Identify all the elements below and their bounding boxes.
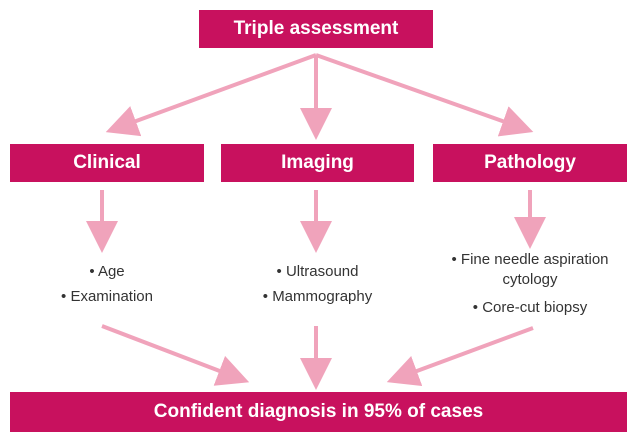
list-item: Mammography	[221, 284, 414, 309]
list-item: Fine needle aspiration cytology	[433, 250, 627, 290]
pathology-label: Pathology	[484, 152, 576, 173]
arrow-clinical-to-bottom	[101, 324, 250, 386]
list-item: Core-cut biopsy	[433, 298, 627, 318]
pathology-list: Fine needle aspiration cytology Core-cut…	[433, 250, 627, 326]
clinical-box: Clinical	[10, 144, 204, 182]
confident-diagnosis-box: Confident diagnosis in 95% of cases	[10, 392, 627, 432]
imaging-box: Imaging	[221, 144, 414, 182]
list-item: Age	[10, 259, 204, 284]
list-item: Examination	[10, 284, 204, 309]
arrow-pathology-to-bottom	[386, 326, 534, 387]
triple-assessment-box: Triple assessment	[199, 10, 433, 48]
clinical-list: Age Examination	[10, 259, 204, 309]
arrow-top-to-pathology	[315, 53, 534, 137]
imaging-list: Ultrasound Mammography	[221, 259, 414, 309]
list-item: Ultrasound	[221, 259, 414, 284]
pathology-box: Pathology	[433, 144, 627, 182]
clinical-label: Clinical	[73, 152, 141, 173]
arrow-top-to-clinical	[105, 53, 317, 137]
confident-diagnosis-label: Confident diagnosis in 95% of cases	[153, 401, 484, 422]
triple-assessment-label: Triple assessment	[233, 18, 399, 39]
imaging-label: Imaging	[281, 152, 354, 173]
